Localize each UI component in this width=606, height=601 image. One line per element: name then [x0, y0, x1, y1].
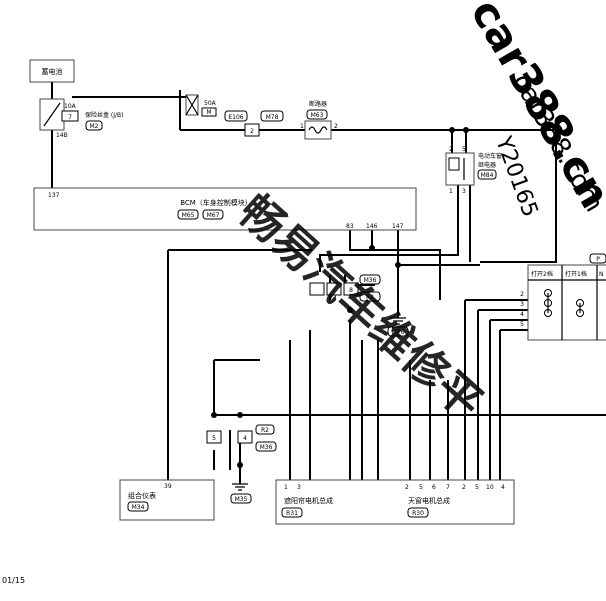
switch-row-2: 2 — [520, 291, 524, 298]
sunroof-pin-8: 5 — [475, 484, 479, 491]
relay-pin3: 3 — [462, 188, 466, 195]
connector-e106-m78: E106 M78 2 — [224, 110, 284, 137]
pin-147: 147 — [392, 223, 404, 230]
pin-e106: 2 — [250, 128, 254, 135]
relay-name-1: 电动车窗 — [478, 152, 502, 160]
battery-label: 蓄电池 — [42, 67, 63, 76]
conn-r2-top: R2 — [366, 294, 374, 301]
connector-r2-m36-mid: 5 4 R2 M36 — [206, 424, 277, 452]
switch-row-4: 4 — [520, 311, 524, 318]
fuse-name: 保险丝盒 (J/B) — [85, 111, 124, 119]
circuit-breaker: 断路器 M63 1 2 — [300, 100, 338, 140]
window-switch: 打开2档 打开1档 N P 2 3 4 5 — [520, 253, 606, 341]
switch-col-2: 打开1档 — [565, 270, 587, 278]
watermark-diagonal-3: Y20165 — [490, 133, 542, 221]
sunroof-motor-assembly: 1 3 2 5 6 7 2 5 10 4 遮阳帘电机总成 天窗电机总成 R31 … — [275, 479, 515, 525]
sunroof-pin-6: 7 — [446, 484, 450, 491]
switch-row-3: 3 — [520, 301, 524, 308]
pin-14b: 14B — [56, 132, 68, 139]
bcm-conn-1: M65 — [182, 212, 195, 219]
relay-connector: M84 — [481, 172, 494, 179]
ground-m35: M35 — [230, 470, 252, 504]
conn-r2-mid: R2 — [261, 427, 269, 434]
bcm-conn-2: M67 — [207, 212, 220, 219]
sunroof-pin-2: 3 — [297, 484, 301, 491]
fuse-amp: 10A — [64, 103, 77, 110]
breaker-connector: M63 — [311, 112, 324, 119]
fusible-amp: 50A — [204, 100, 217, 107]
power-window-relay: 2 5 1 3 电动车窗 继电器 M84 — [445, 146, 502, 195]
ground-m35-label: M35 — [235, 496, 248, 503]
relay-pin5: 5 — [462, 146, 466, 153]
ground-m76: M76 — [387, 308, 409, 337]
connector-m36-r2-upper: 8 M36 R2 — [309, 274, 381, 302]
sunroof-pin-5: 6 — [432, 484, 436, 491]
relay-pin2: 2 — [449, 146, 453, 153]
pin-146: 146 — [366, 223, 378, 230]
sunshade-motor-name: 遮阳帘电机总成 — [284, 496, 333, 505]
wires — [51, 82, 606, 480]
conn-m78: M78 — [266, 114, 279, 121]
relay-pin1: 1 — [449, 188, 453, 195]
fuse-connector: M2 — [90, 123, 99, 130]
cluster-connector: M34 — [132, 504, 145, 511]
sunroof-conn-1: R31 — [286, 510, 298, 517]
splice-points — [211, 127, 469, 468]
bcm-name: BCM（车身控制模块） — [180, 198, 252, 207]
pin-137: 137 — [48, 192, 60, 199]
cluster-name: 组合仪表 — [128, 491, 156, 500]
battery: 蓄电池 — [29, 59, 75, 83]
pin-4: 4 — [243, 435, 247, 442]
watermarks: car388.cn car388.com Y20165 畅易汽车维修平 — [229, 0, 606, 429]
switch-top-tag: P — [596, 256, 600, 263]
ground-m76-label: M76 — [392, 329, 405, 336]
fuse-box: 10A 7 保险丝盒 (J/B) M2 14B — [39, 98, 124, 139]
pin-5: 5 — [212, 435, 216, 442]
combination-meter: 39 组合仪表 M34 — [119, 479, 215, 521]
page-reference: 01/15 — [2, 576, 25, 585]
relay-name-2: 继电器 — [478, 161, 496, 169]
sunroof-motor-name: 天窗电机总成 — [408, 496, 450, 505]
fuse-number: 7 — [68, 114, 72, 121]
conn-m36-mid: M36 — [260, 444, 273, 451]
pin-8: 8 — [349, 287, 353, 294]
pin-39: 39 — [164, 483, 172, 490]
sunroof-pin-3: 2 — [405, 484, 409, 491]
conn-e106: E106 — [228, 114, 243, 121]
switch-row-5: 5 — [520, 321, 524, 328]
sunroof-pin-4: 5 — [419, 484, 423, 491]
fusible-id: M — [206, 109, 211, 116]
breaker-name: 断路器 — [309, 100, 327, 108]
sunroof-pin-1: 1 — [284, 484, 288, 491]
switch-col-1: 打开2档 — [531, 270, 553, 278]
sunroof-pin-7: 2 — [462, 484, 466, 491]
conn-m36-top: M36 — [364, 277, 377, 284]
breaker-pin1: 1 — [300, 123, 304, 130]
switch-col-3: N — [599, 271, 604, 278]
fusible-link: 50A M — [185, 94, 217, 117]
sunroof-pin-9: 10 — [486, 484, 494, 491]
pin-83: 83 — [346, 223, 354, 230]
sunroof-conn-2: R30 — [412, 510, 424, 517]
sunroof-pin-10: 4 — [501, 484, 505, 491]
bcm: 137 BCM（车身控制模块） M65 M67 83 146 147 — [33, 187, 417, 231]
breaker-pin2: 2 — [334, 123, 338, 130]
